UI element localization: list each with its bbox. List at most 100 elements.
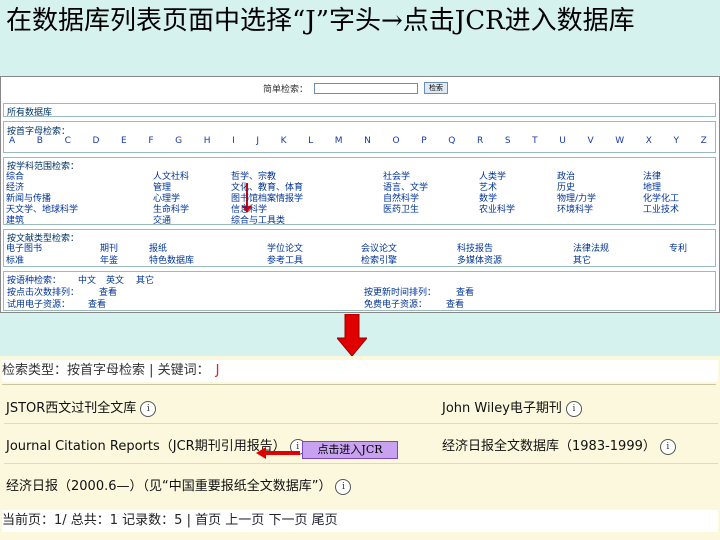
search-input[interactable] [314,82,419,94]
subject-link[interactable]: 医药卫生 [383,205,420,215]
by-clicks-view[interactable]: 查看 [99,288,118,298]
subject-link[interactable]: 哲学、宗教 [231,172,277,182]
result-title[interactable]: 经济日报全文数据库（1983-1999） [442,439,656,454]
result-title[interactable]: Journal Citation Reports（JCR期刊引用报告） [6,439,286,454]
search-button[interactable]: 检索 [424,82,449,94]
letter-c[interactable]: C [64,136,71,146]
doctype-link[interactable]: 其它 [573,256,592,266]
letter-x[interactable]: X [645,136,652,146]
letter-w[interactable]: W [615,136,625,146]
doctype-link[interactable]: 多媒体资源 [457,256,503,266]
letter-p[interactable]: P [421,136,427,146]
result-title[interactable]: John Wiley电子期刊 [442,401,562,416]
letter-v[interactable]: V [587,136,594,146]
subject-link[interactable]: 法律 [643,172,662,182]
last-page-link[interactable]: 尾页 [311,513,338,528]
info-icon[interactable]: i [335,478,352,495]
lang-other[interactable]: 其它 [136,276,155,286]
doctype-link[interactable]: 专利 [669,244,688,254]
subject-link[interactable]: 数学 [479,194,498,204]
subject-link[interactable]: 文化、教育、体育 [231,183,304,193]
subject-link[interactable]: 信息科学 [231,205,268,215]
doctype-link[interactable]: 电子图书 [6,244,43,254]
letter-s[interactable]: S [504,136,511,146]
doctype-link[interactable]: 报纸 [149,244,168,254]
doctype-link[interactable]: 参考工具 [267,256,304,266]
subject-link[interactable]: 语言、文学 [383,183,429,193]
doctype-link[interactable]: 年鉴 [100,256,119,266]
letter-n[interactable]: N [364,136,371,146]
letter-r[interactable]: R [476,136,484,146]
subject-link[interactable]: 物理/力学 [557,194,597,204]
letter-d[interactable]: D [92,136,100,146]
subject-link[interactable]: 综合 [6,172,25,182]
doctype-link[interactable]: 标准 [6,256,25,266]
subject-link[interactable]: 经济 [6,183,25,193]
subject-link[interactable]: 环境科学 [557,205,594,215]
subject-link[interactable]: 历史 [557,183,576,193]
letter-a[interactable]: A [9,136,16,146]
subject-link[interactable]: 管理 [153,183,172,193]
lang-chinese[interactable]: 中文 [78,276,97,286]
result-jingji-daily[interactable]: 经济日报（2000.6—）（见“中国重要报纸全文数据库”）i [6,475,352,495]
subject-link[interactable]: 交通 [153,216,172,226]
subject-link[interactable]: 地理 [643,183,662,193]
next-page-link[interactable]: 下一页 [268,513,308,528]
subject-link[interactable]: 新闻与传播 [6,194,52,204]
trial-view[interactable]: 查看 [88,300,107,310]
first-page-link[interactable]: 首页 [195,513,222,528]
lang-english[interactable]: 英文 [106,276,125,286]
letter-z[interactable]: Z [700,136,707,146]
doctype-link[interactable]: 法律法规 [573,244,610,254]
letter-k[interactable]: K [280,136,287,146]
letter-y[interactable]: Y [673,136,680,146]
doctype-link[interactable]: 学位论文 [267,244,304,254]
letter-o[interactable]: O [392,136,400,146]
letter-j[interactable]: J [256,136,260,146]
subject-link[interactable]: 社会学 [383,172,411,182]
letter-q[interactable]: Q [448,136,456,146]
subject-link[interactable]: 建筑 [6,216,25,226]
subject-link[interactable]: 自然科学 [383,194,420,204]
letter-t[interactable]: T [532,136,538,146]
subject-link[interactable]: 人文社科 [153,172,190,182]
doctype-link[interactable]: 特色数据库 [149,256,195,266]
subject-link[interactable]: 天文学、地球科学 [6,205,79,215]
doctype-link[interactable]: 检索引擎 [361,256,398,266]
result-title[interactable]: JSTOR西文过刊全文库 [6,401,137,416]
letter-f[interactable]: F [148,136,154,146]
subject-link[interactable]: 化学化工 [643,194,680,204]
subject-link[interactable]: 工业技术 [643,205,680,215]
subject-link[interactable]: 农业科学 [479,205,516,215]
free-view[interactable]: 查看 [446,300,465,310]
result-jingji-fulltext[interactable]: 经济日报全文数据库（1983-1999）i [442,435,676,455]
by-update-view[interactable]: 查看 [456,288,475,298]
subject-link[interactable]: 心理学 [153,194,181,204]
letter-b[interactable]: B [36,136,43,146]
doctype-link[interactable]: 科技报告 [457,244,494,254]
subject-link[interactable]: 生命科学 [153,205,190,215]
doctype-link[interactable]: 期刊 [100,244,119,254]
result-title[interactable]: 经济日报（2000.6—）（见“中国重要报纸全文数据库”） [6,479,332,494]
doctype-link[interactable]: 会议论文 [361,244,398,254]
letter-h[interactable]: H [203,136,211,146]
subject-link[interactable]: 人类学 [479,172,507,182]
info-icon[interactable]: i [659,438,676,455]
letter-g[interactable]: G [175,136,183,146]
subject-link[interactable]: 艺术 [479,183,498,193]
info-icon[interactable]: i [140,400,157,417]
letter-i[interactable]: I [232,136,235,146]
letter-e[interactable]: E [121,136,127,146]
subject-link[interactable]: 政治 [557,172,576,182]
all-databases-link[interactable]: 所有数据库 [7,108,53,118]
subject-link[interactable]: 图书馆档案情报学 [231,194,304,204]
result-jcr[interactable]: Journal Citation Reports（JCR期刊引用报告）i [6,435,306,455]
letter-u[interactable]: U [559,136,566,146]
letter-l[interactable]: L [308,136,314,146]
prev-page-link[interactable]: 上一页 [225,513,265,528]
info-icon[interactable]: i [565,400,582,417]
letter-m[interactable]: M [334,136,343,146]
subject-link[interactable]: 综合与工具类 [231,216,286,226]
